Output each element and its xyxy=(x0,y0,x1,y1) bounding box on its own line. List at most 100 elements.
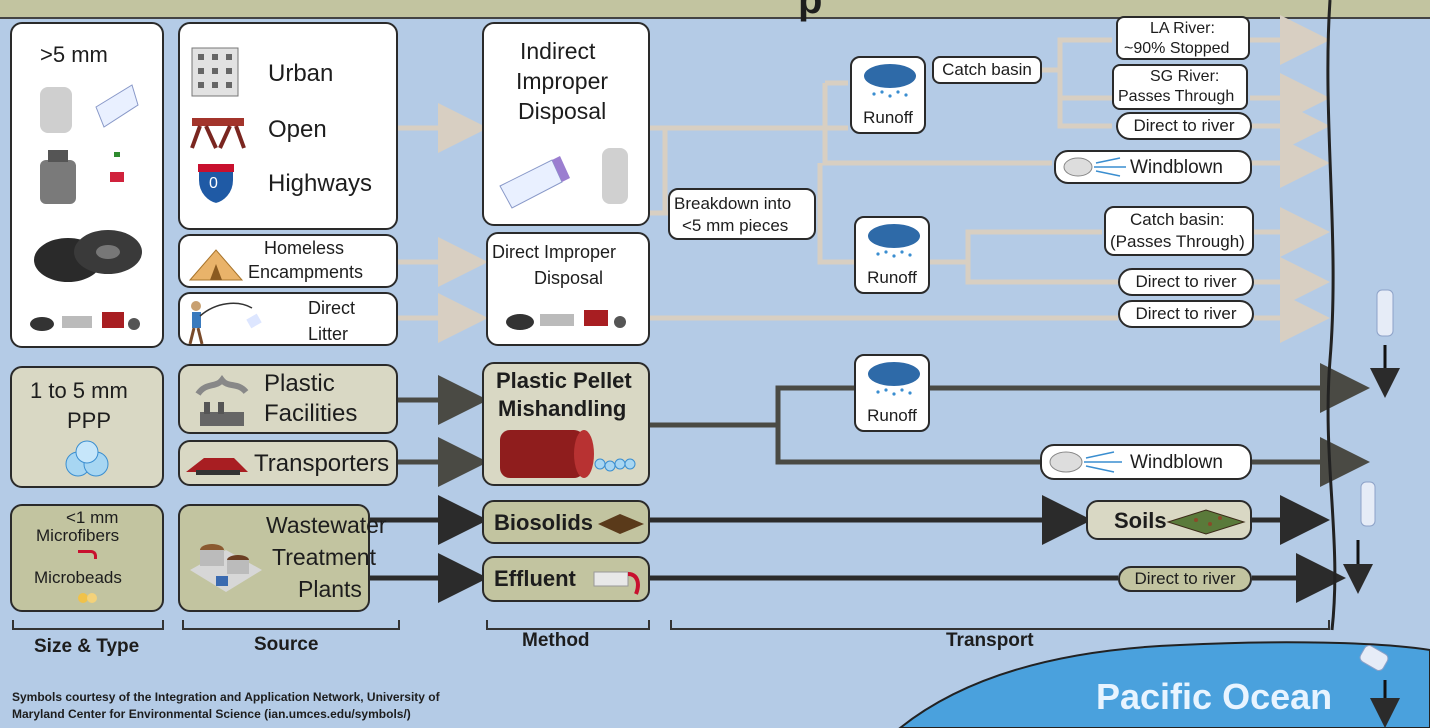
method-biosolids: Biosolids xyxy=(494,510,594,535)
catch-basin-2-1: Catch basin: xyxy=(1130,210,1225,229)
method-indirect-3: Disposal xyxy=(518,98,607,124)
breakdown-1: Breakdown into xyxy=(674,194,792,213)
highway-shield-number: 0 xyxy=(209,175,218,192)
source-wastewater-2: Treatment xyxy=(272,544,376,570)
picnic-table-icon xyxy=(190,118,246,149)
sg-river-2: Passes Through xyxy=(1118,88,1235,105)
la-river-box: LA River: ~90% Stopped xyxy=(1116,16,1250,60)
bottle-icons xyxy=(1359,289,1394,671)
transport-soils: Soils xyxy=(1114,508,1167,533)
person-littering-icon xyxy=(188,301,262,345)
down-arrows xyxy=(1343,345,1400,728)
container-icon xyxy=(40,150,124,204)
windblown-label-1: Windblown xyxy=(1130,157,1223,178)
method-indirect-2: Improper xyxy=(516,68,609,94)
la-river-1: LA River: xyxy=(1150,20,1215,37)
source-facilities-box: Plastic Facilities xyxy=(178,364,398,434)
catch-basin-2-2: (Passes Through) xyxy=(1110,232,1245,251)
la-river-2: ~90% Stopped xyxy=(1124,40,1230,57)
header-fragment: p xyxy=(798,0,823,22)
ocean-label: Pacific Ocean xyxy=(1096,676,1333,717)
runoff-label-2: Runoff xyxy=(867,268,917,287)
pellets-icon xyxy=(65,440,109,477)
method-indirect-1: Indirect xyxy=(520,38,596,64)
treatment-plant-icon xyxy=(190,544,262,592)
source-litter-1: Direct xyxy=(308,298,356,318)
breakdown-box: Breakdown into <5 mm pieces xyxy=(668,188,816,240)
method-pellet-1: Plastic Pellet xyxy=(496,368,632,393)
bracket-source xyxy=(182,620,400,630)
windblown-pill-2: Windblown xyxy=(1040,444,1252,480)
rain-cloud-icon xyxy=(864,64,916,98)
runoff-box-1: Runoff xyxy=(850,56,926,134)
ocean xyxy=(898,641,1430,728)
bag-bottle-icon-2 xyxy=(499,148,628,209)
windblown-pill-1: Windblown xyxy=(1054,150,1252,184)
credit-line-1: Symbols courtesy of the Integration and … xyxy=(12,690,440,704)
debris-icon xyxy=(30,312,140,331)
runoff-box-2: Runoff xyxy=(854,216,930,294)
biosolids-icon xyxy=(598,514,644,534)
source-facilities-1: Plastic xyxy=(264,370,335,397)
source-homeless-1: Homeless xyxy=(264,238,345,258)
dark-flow-lines xyxy=(370,495,1346,603)
breakdown-2: <5 mm pieces xyxy=(682,216,789,235)
source-litter-2: Litter xyxy=(308,324,349,344)
direct-to-river-pill-1: Direct to river xyxy=(1116,112,1252,140)
size-medium-line2: PPP xyxy=(67,408,112,433)
credit-line-2: Maryland Center for Environmental Scienc… xyxy=(12,707,411,721)
direct-to-river-pill-4: Direct to river xyxy=(1118,566,1252,592)
method-pellet-2: Mishandling xyxy=(498,396,627,421)
sg-river-box: SG River: Passes Through xyxy=(1112,64,1248,110)
source-transporters: Transporters xyxy=(254,450,390,477)
source-urban: Urban xyxy=(268,60,334,87)
size-small-line2: Microfibers xyxy=(36,526,120,545)
method-effluent-box: Effluent xyxy=(482,556,650,602)
sg-river-1: SG River: xyxy=(1150,68,1220,85)
source-facilities-2: Facilities xyxy=(264,400,358,427)
windblown-label-2: Windblown xyxy=(1130,452,1223,473)
source-wastewater-3: Plants xyxy=(298,576,362,602)
method-direct-1: Direct Improper xyxy=(492,242,617,262)
debris-icon-2 xyxy=(506,310,626,330)
source-open: Open xyxy=(268,116,327,143)
catch-basin-2-box: Catch basin: (Passes Through) xyxy=(1104,206,1254,256)
source-wastewater-1: Wastewater xyxy=(266,512,387,538)
direct-to-river-pill-2: Direct to river xyxy=(1118,268,1254,296)
train-icon xyxy=(186,458,248,475)
catch-basin-pill: Catch basin xyxy=(932,56,1042,84)
factory-icon xyxy=(195,375,249,426)
source-highways: Highways xyxy=(268,170,373,197)
caption-transport: Transport xyxy=(946,630,1034,651)
method-indirect-box: Indirect Improper Disposal xyxy=(482,22,650,226)
soils-box: Soils xyxy=(1086,500,1252,540)
gray-flow-lines xyxy=(398,363,1370,487)
microfiber-icon xyxy=(78,550,97,559)
method-effluent: Effluent xyxy=(494,566,576,591)
size-large-box: >5 mm xyxy=(10,22,164,348)
light-flow-lines xyxy=(398,15,1330,343)
building-icon xyxy=(191,47,239,97)
bracket-size-type xyxy=(12,620,164,630)
source-homeless-2: Encampments xyxy=(248,262,364,282)
method-pellet-box: Plastic Pellet Mishandling xyxy=(482,362,650,486)
effluent-pipe-icon xyxy=(593,571,640,595)
wind-cloud-icon xyxy=(1063,157,1126,177)
source-wastewater-box: Wastewater Treatment Plants xyxy=(178,504,387,612)
caption-size-type: Size & Type xyxy=(34,636,140,657)
microbeads-icon xyxy=(78,593,97,603)
source-litter-box: Direct Litter xyxy=(178,292,398,346)
source-transporters-box: Transporters xyxy=(178,440,398,486)
size-medium-box: 1 to 5 mm PPP xyxy=(10,366,164,488)
source-land-use-box: Urban Open 0 Highways xyxy=(178,22,398,230)
caption-source: Source xyxy=(254,634,319,655)
rain-cloud-icon-3 xyxy=(868,362,920,396)
method-direct-box: Direct Improper Disposal xyxy=(486,232,650,346)
header-band xyxy=(0,0,1430,19)
bracket-method xyxy=(486,620,650,630)
highway-shield-icon xyxy=(197,163,235,206)
bracket-transport xyxy=(670,620,1330,630)
runoff-label-1: Runoff xyxy=(863,108,913,127)
rain-cloud-icon-2 xyxy=(868,224,920,258)
